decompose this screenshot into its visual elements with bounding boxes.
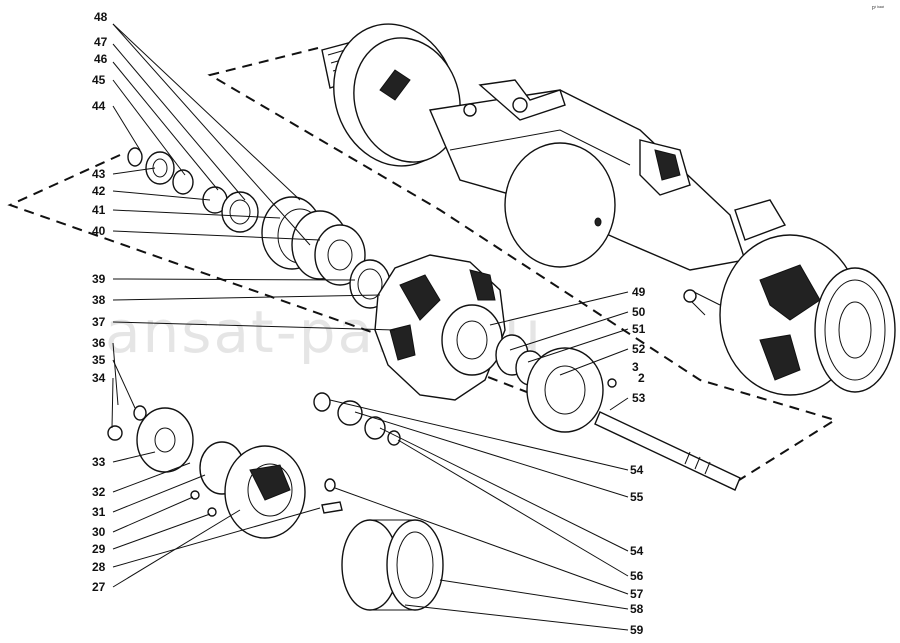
callouts-right: 49 50 51 52 3 2 53 54 55 54 56 57 58 59: [630, 285, 646, 637]
callout-41: 41: [92, 203, 106, 217]
callout-30: 30: [92, 525, 106, 539]
callout-35: 35: [92, 353, 106, 367]
callout-56: 56: [630, 569, 644, 583]
callout-45: 45: [92, 73, 106, 87]
callout-43: 43: [92, 167, 106, 181]
callout-54-upper: 54: [630, 463, 644, 477]
callout-28: 28: [92, 560, 106, 574]
callout-51: 51: [632, 322, 646, 336]
callout-49: 49: [632, 285, 646, 299]
callout-57: 57: [630, 587, 644, 601]
callout-47: 47: [94, 35, 108, 49]
corner-mark: pᵗ ᵇᵃᵃᵗ: [872, 5, 884, 11]
leader-lines: [111, 23, 629, 631]
callout-59: 59: [630, 623, 644, 637]
callout-58: 58: [630, 602, 644, 616]
callouts-left: 48 47 46 45 44 43 42 41 40 39 38 37 36 3…: [92, 10, 108, 594]
callout-27: 27: [92, 580, 106, 594]
callout-46: 46: [94, 52, 108, 66]
callout-40: 40: [92, 224, 106, 238]
callout-34: 34: [92, 371, 106, 385]
callout-42: 42: [92, 184, 106, 198]
callout-3: 3: [632, 360, 639, 374]
callout-48: 48: [94, 10, 108, 24]
callout-37: 37: [92, 315, 106, 329]
callout-31: 31: [92, 505, 106, 519]
callout-55: 55: [630, 490, 644, 504]
exploded-parts: [107, 147, 741, 611]
callout-36: 36: [92, 336, 106, 350]
callout-33: 33: [92, 455, 106, 469]
callout-39: 39: [92, 272, 106, 286]
callout-44: 44: [92, 99, 106, 113]
callout-32: 32: [92, 485, 106, 499]
callout-50: 50: [632, 305, 646, 319]
assembly-dashed-lines: [7, 47, 838, 488]
callout-52: 52: [632, 342, 646, 356]
callout-2: 2: [638, 371, 645, 385]
callout-29: 29: [92, 542, 106, 556]
axle-housing: [321, 23, 896, 396]
callout-38: 38: [92, 293, 106, 307]
callout-54-lower: 54: [630, 544, 644, 558]
callout-53: 53: [632, 391, 646, 405]
